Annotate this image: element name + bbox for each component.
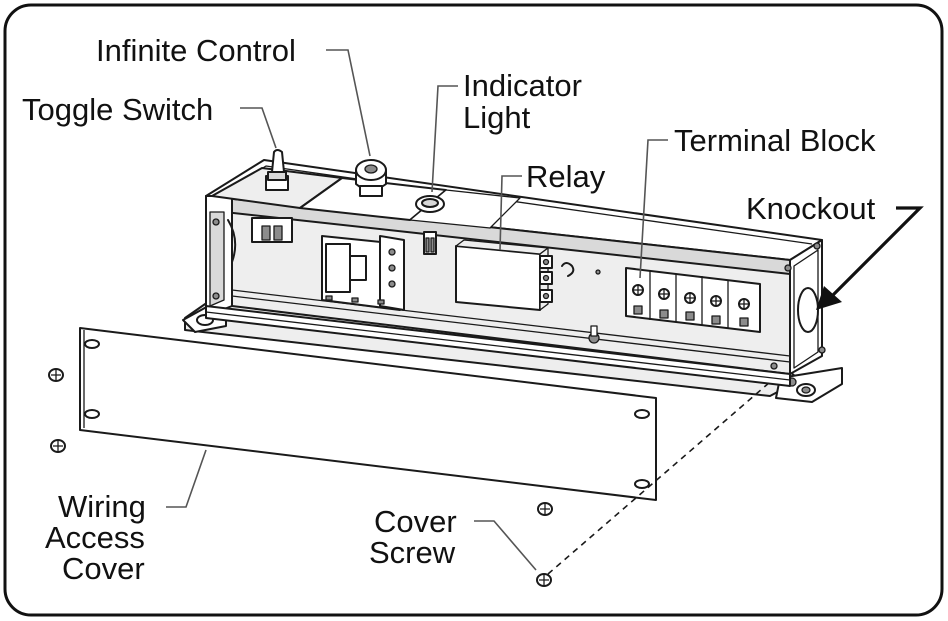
cover-slot-top-left <box>84 339 100 349</box>
cover-slot-bottom-left <box>84 409 100 419</box>
knockout-hole <box>797 287 819 333</box>
leader-terminal-block <box>639 139 668 279</box>
leader-cover-screw <box>474 520 537 571</box>
leader-infinite-control <box>326 49 371 157</box>
label-cover-screw-line2: Screw <box>369 535 456 570</box>
label-toggle-switch: Toggle Switch <box>22 92 213 127</box>
cover-slot-top-right <box>634 409 650 419</box>
cover-screw-3 <box>537 502 553 516</box>
top-panels <box>211 167 521 229</box>
label-wiring-access-cover-line3: Cover <box>62 551 145 586</box>
label-wiring-access-cover-line1: Wiring <box>58 489 146 524</box>
label-terminal-block: Terminal Block <box>674 123 876 158</box>
alignment-dashed-line <box>547 381 771 575</box>
cover-screw-1 <box>48 368 64 382</box>
callout-labels: Infinite Control Toggle Switch Indicator… <box>22 33 876 586</box>
leader-lines <box>166 49 924 571</box>
terminal-screws <box>632 284 750 327</box>
label-infinite-control: Infinite Control <box>96 33 296 68</box>
terminal-block <box>588 267 761 344</box>
relay <box>455 239 601 311</box>
label-relay: Relay <box>526 159 606 194</box>
toggle-switch <box>251 149 293 243</box>
label-indicator-light-line1: Indicator <box>463 68 582 103</box>
label-cover-screw-line1: Cover <box>374 504 457 539</box>
label-indicator-light-line2: Light <box>463 100 531 135</box>
wiring-access-cover <box>79 327 657 501</box>
label-wiring-access-cover-line2: Access <box>45 520 145 555</box>
leader-toggle-switch <box>240 107 277 149</box>
leader-indicator-light <box>431 85 458 193</box>
cover-screw-4 <box>536 573 552 587</box>
leader-wiring-access-cover <box>166 449 207 508</box>
leader-knockout <box>828 206 924 300</box>
knockout-arrowhead <box>816 286 842 310</box>
cover-slot-bottom-right <box>634 479 650 489</box>
indicator-light <box>415 195 445 255</box>
cover-screw-2 <box>50 439 66 453</box>
infinite-control <box>321 159 405 311</box>
cover-screws <box>48 368 553 587</box>
leader-relay <box>499 175 522 251</box>
label-knockout: Knockout <box>746 191 876 226</box>
